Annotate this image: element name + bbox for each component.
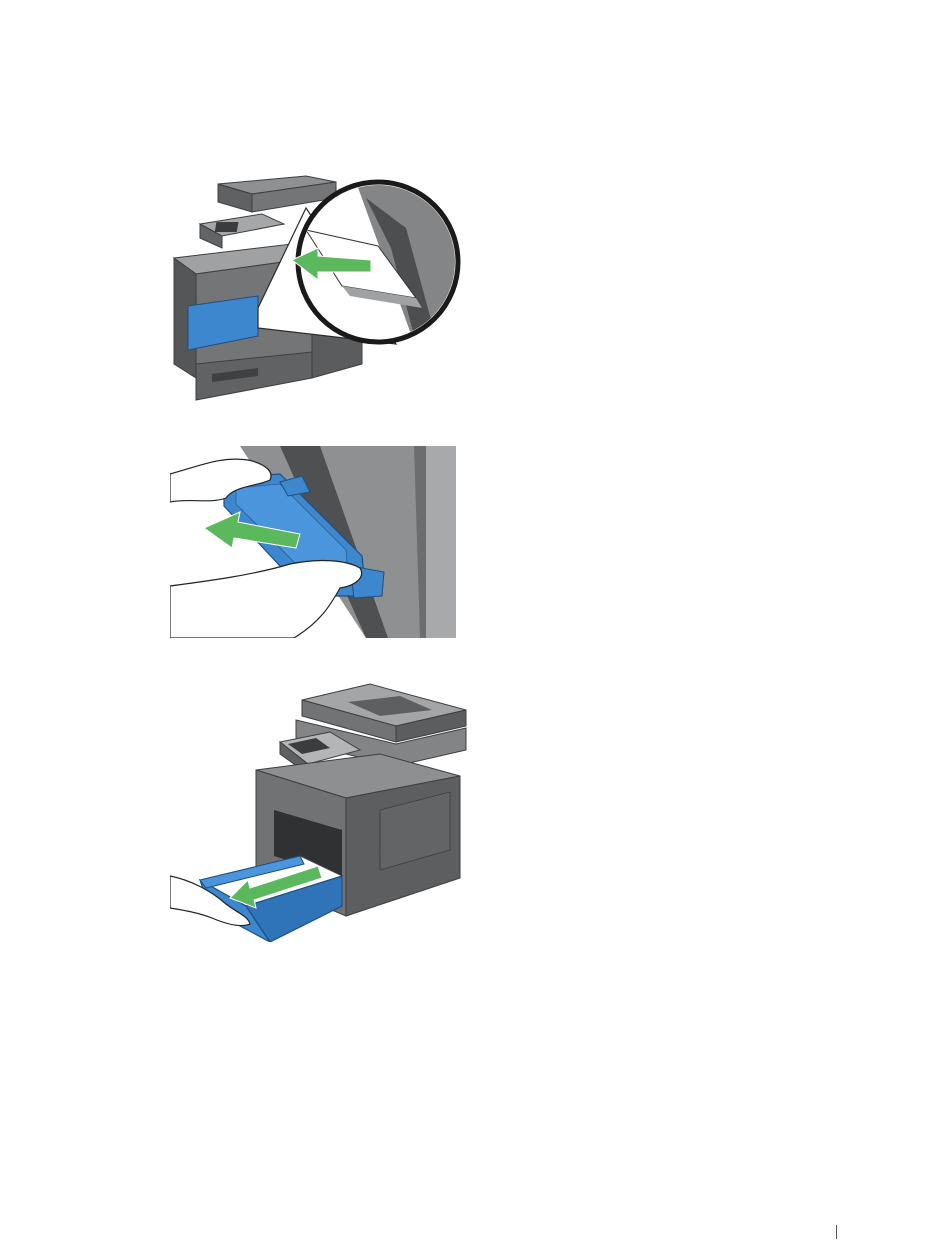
printer-illustration-3 <box>170 680 470 942</box>
figure-pull-feeder <box>170 446 456 638</box>
figure-pull-tray <box>170 680 470 942</box>
page-number-separator <box>836 1225 837 1239</box>
right-hand <box>170 561 362 638</box>
printer-illustration-1 <box>166 168 466 404</box>
printer-illustration-2 <box>170 446 456 638</box>
figure-insert-paper <box>166 168 466 404</box>
